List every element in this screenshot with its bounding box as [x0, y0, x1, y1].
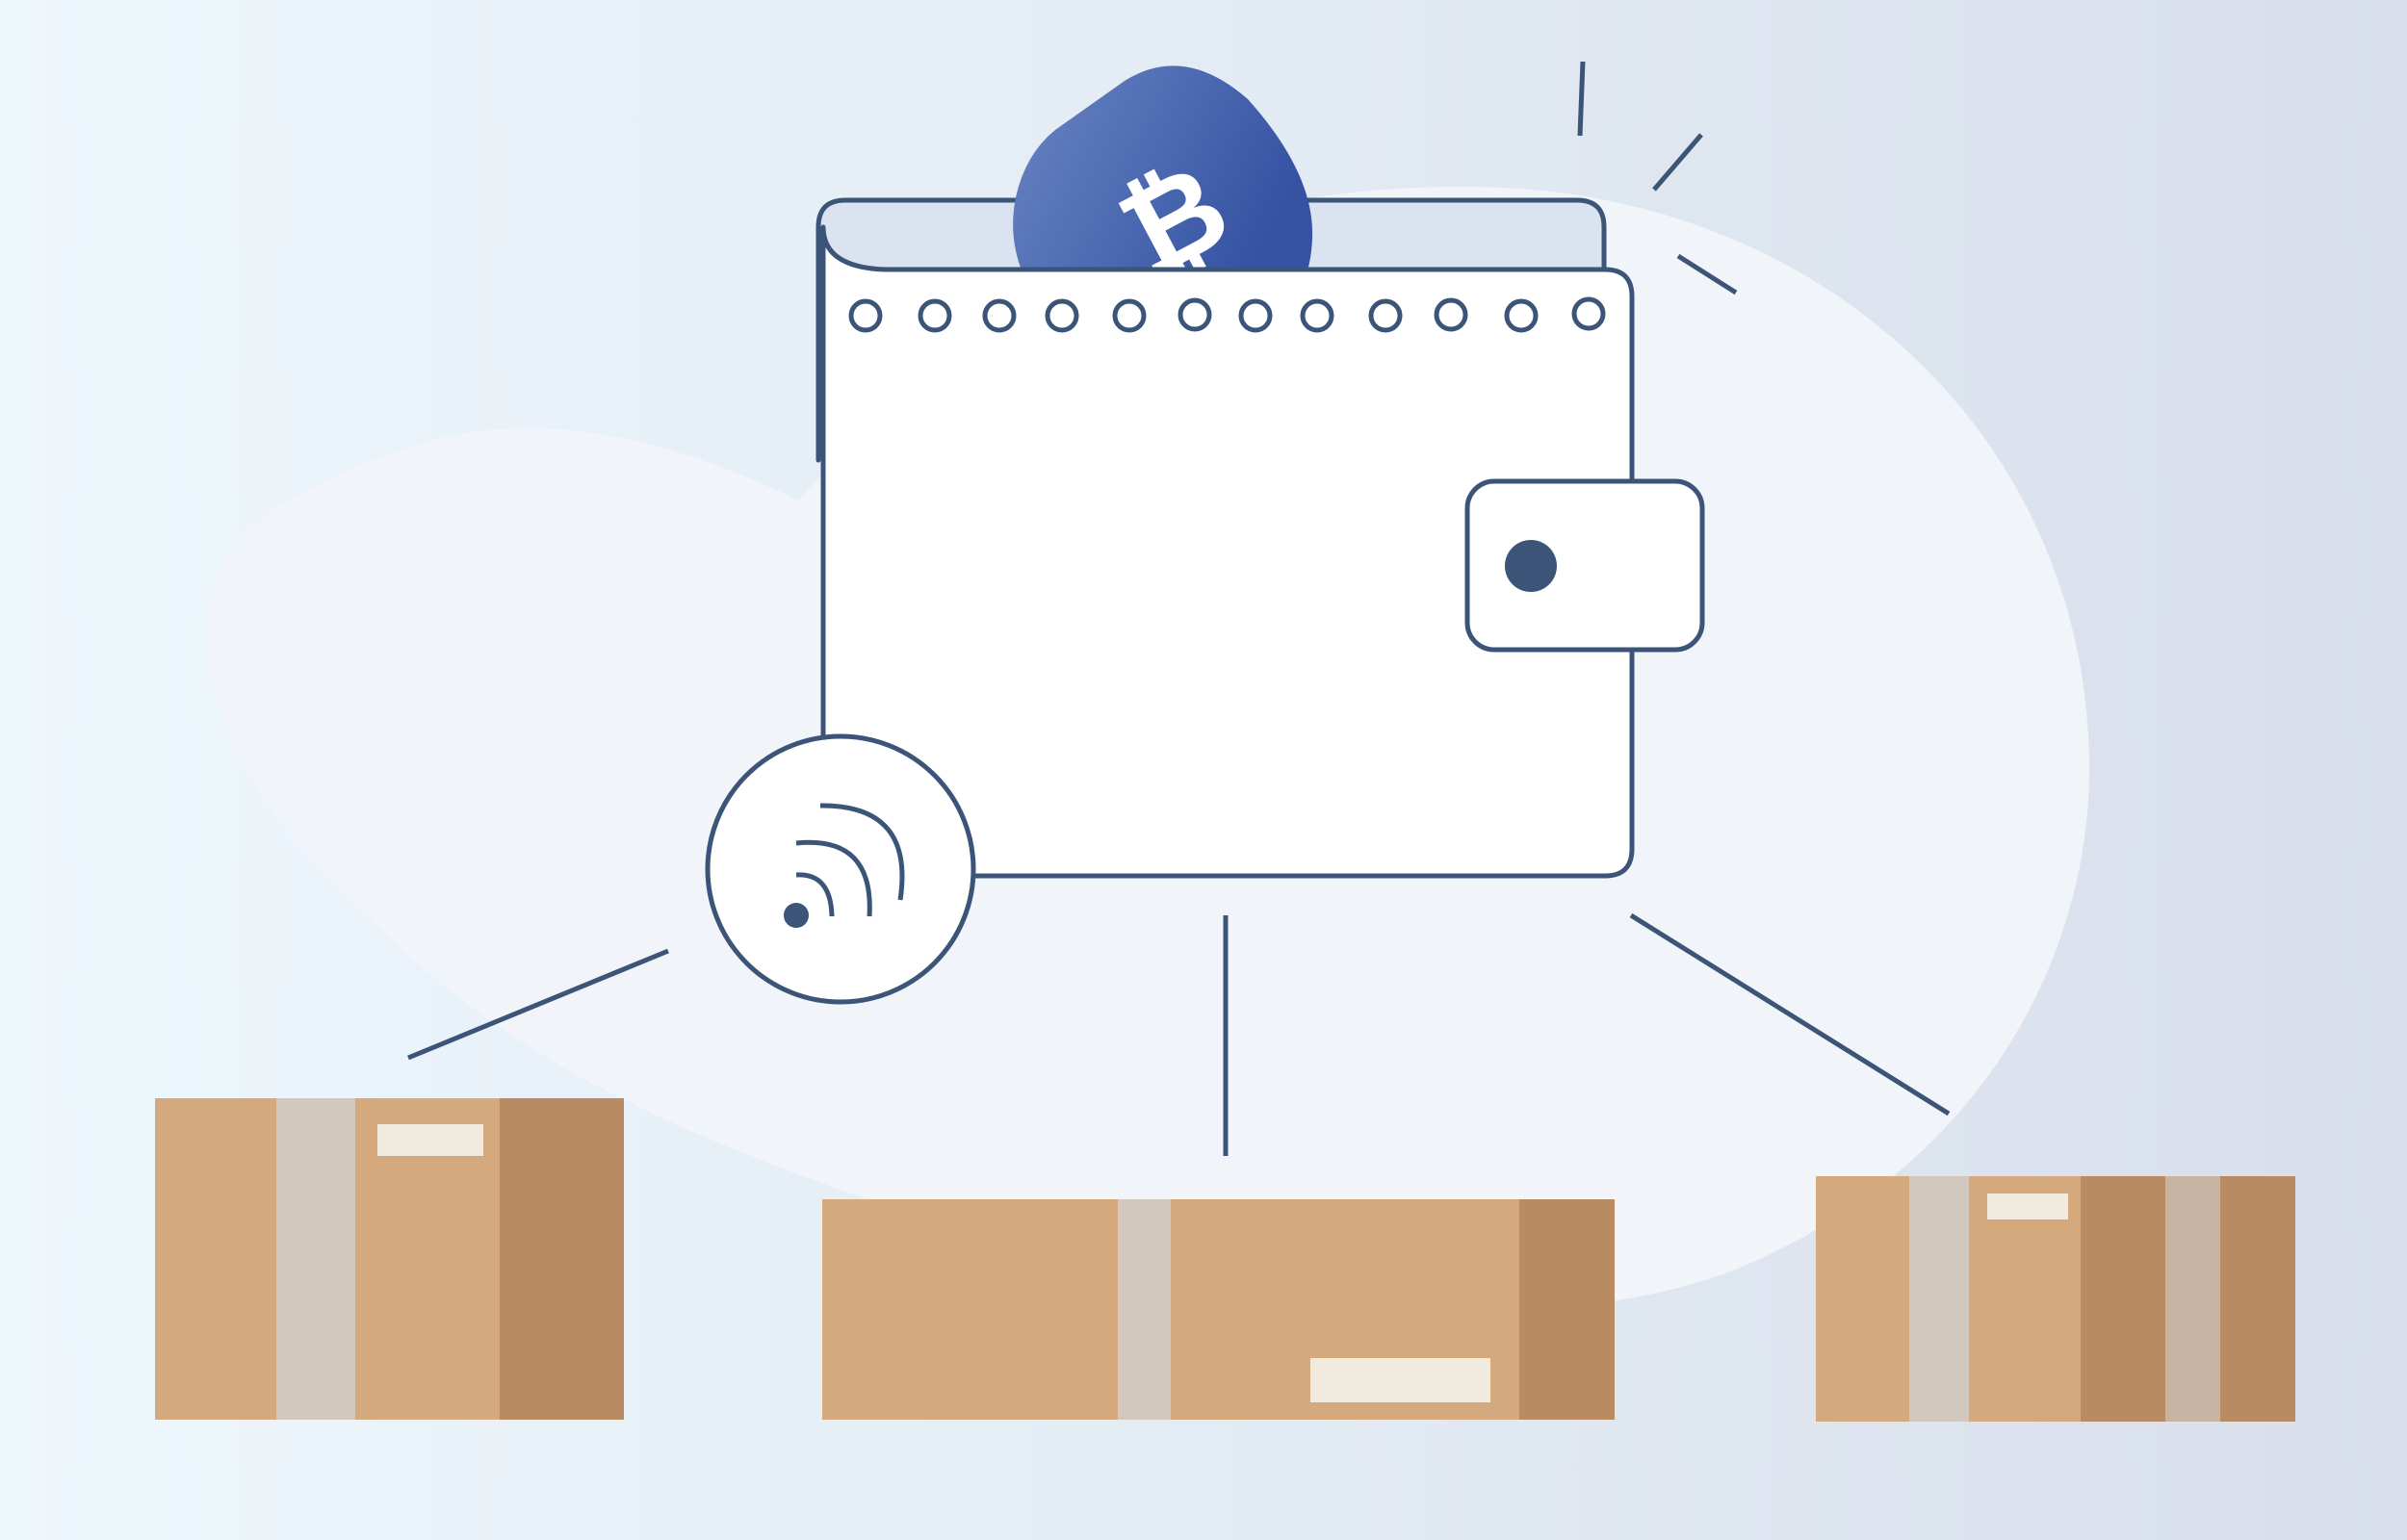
- wallet-clasp: [1464, 478, 1705, 653]
- box-tape: [276, 1098, 355, 1420]
- box-tape: [1909, 1176, 1969, 1422]
- right-package-box: [1816, 1176, 2295, 1422]
- center-package-box: [822, 1199, 1615, 1420]
- box-label: [377, 1124, 483, 1156]
- wallet-stitching: [848, 296, 1606, 333]
- wallet-icon: ₿: [815, 65, 1705, 879]
- wallet-back-pocket: [815, 197, 1607, 463]
- sparkle-lines: [1577, 61, 1738, 295]
- contactless-payment-icon: [705, 733, 976, 1005]
- box-tape: [2165, 1176, 2220, 1422]
- box-label: [1310, 1358, 1490, 1402]
- left-package-box: [155, 1098, 624, 1420]
- clasp-button-icon: [1505, 540, 1557, 592]
- connector-lines: [407, 912, 1951, 1156]
- box-label: [1987, 1194, 2068, 1219]
- box-tape: [1118, 1199, 1171, 1420]
